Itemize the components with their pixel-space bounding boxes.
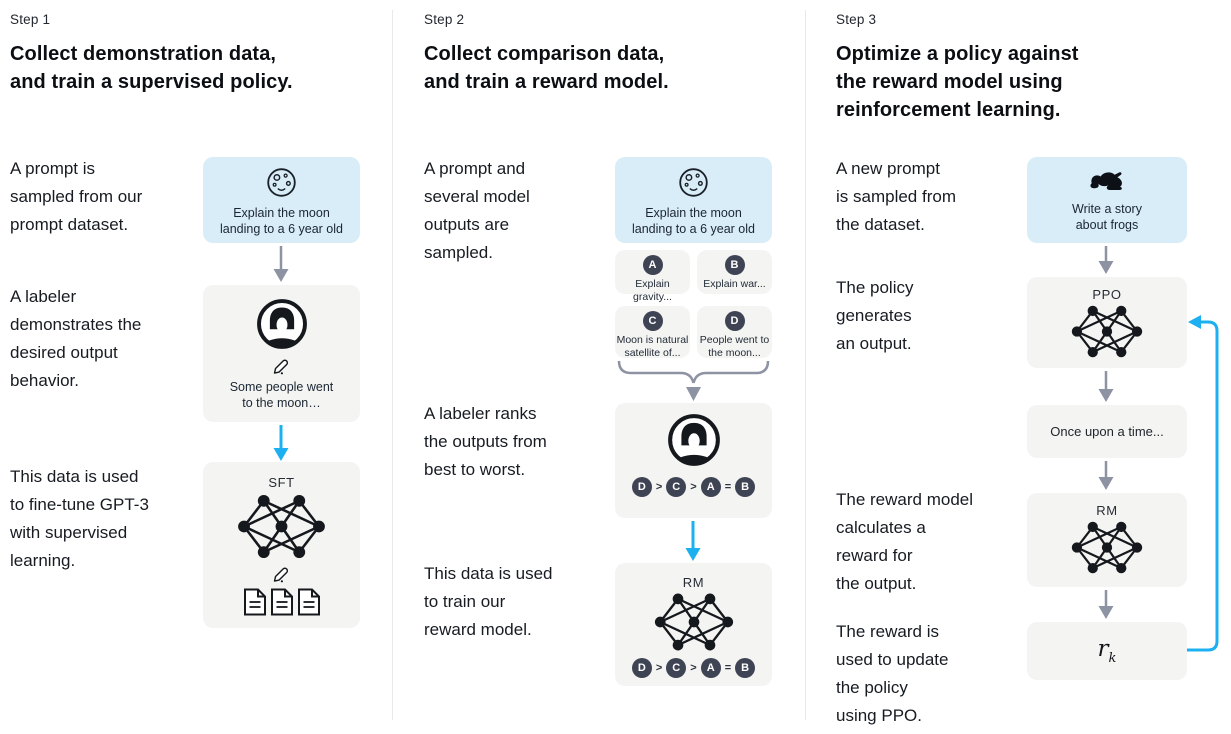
reward-subscript: k: [1108, 651, 1117, 666]
column-divider: [805, 10, 806, 720]
step2-label: Step 2: [424, 12, 465, 27]
step3-caption-prompt: A new prompt is sampled from the dataset…: [836, 159, 956, 234]
frog-icon: [1090, 172, 1122, 190]
step3-prompt-box: Write a story about frogs: [1027, 157, 1187, 243]
column-divider: [392, 10, 393, 720]
output-option-d: D People went to the moon...: [697, 306, 772, 359]
option-badge: A: [642, 255, 663, 275]
network-icon: [238, 494, 325, 559]
option-badge: D: [724, 311, 745, 331]
step2-rank-box: D > C > A = B: [615, 403, 772, 518]
arrow-down-gray: [1098, 590, 1114, 619]
rank-badge: C: [666, 658, 687, 678]
merge-brace-arrow: [617, 361, 770, 401]
step1-labeler-box: Some people went to the moon…: [203, 285, 360, 422]
output-option-a: A Explain gravity...: [615, 250, 690, 303]
pencil-icon: [273, 359, 289, 375]
step1-prompt-text: Explain the moon landing to a 6 year old: [219, 206, 343, 236]
rank-badge: B: [735, 477, 756, 497]
step3-caption-policy: The policy generates an output.: [836, 278, 914, 353]
rank-separator: >: [690, 481, 697, 493]
rank-separator: =: [724, 662, 732, 674]
network-icon: [1071, 305, 1143, 358]
step3-caption-reward: The reward model calculates a reward for…: [836, 490, 974, 593]
step1-demo-text: Some people went to the moon…: [229, 380, 334, 410]
step3-output-box: Once upon a time...: [1027, 405, 1187, 458]
step2-rm-box: RM D > C > A: [615, 563, 772, 686]
rm-label: RM: [682, 575, 705, 590]
reward-symbol: r: [1097, 636, 1109, 662]
rank-badge: D: [631, 658, 652, 678]
step1-caption-prompt: A prompt is sampled from our prompt data…: [10, 159, 143, 234]
arrow-down-cyan: [273, 425, 289, 461]
sft-label: SFT: [268, 475, 295, 490]
labeler-icon: [256, 299, 307, 349]
rank-badge: D: [631, 477, 652, 497]
arrow-down-gray: [1098, 371, 1114, 402]
arrow-down-gray: [273, 246, 289, 282]
step2-prompt-text: Explain the moon landing to a 6 year old: [631, 206, 755, 236]
pencil-icon: [273, 567, 289, 583]
step2-prompt-box: Explain the moon landing to a 6 year old: [615, 157, 772, 243]
step1-title: Collect demonstration data, and train a …: [10, 43, 293, 93]
rm-label: RM: [1096, 503, 1118, 518]
option-text: Explain gravity...: [633, 278, 672, 303]
step2-caption-prompt: A prompt and several model outputs are s…: [424, 159, 530, 262]
step2-caption-rank: A labeler ranks the outputs from best to…: [424, 404, 547, 479]
step3-rm-box: RM: [1027, 493, 1187, 587]
labeler-icon: [667, 414, 720, 466]
option-badge: B: [724, 255, 745, 275]
moon-icon: [267, 168, 296, 197]
step2-title: Collect comparison data, and train a rew…: [424, 43, 669, 93]
rank-separator: >: [690, 662, 697, 674]
arrow-down-gray: [1098, 246, 1114, 274]
step1-caption-labeler: A labeler demonstrates the desired outpu…: [10, 287, 142, 390]
step1-caption-data: This data is used to fine-tune GPT-3 wit…: [10, 467, 149, 570]
network-icon: [654, 593, 733, 651]
option-text: Moon is natural satellite of...: [616, 334, 689, 359]
option-text: People went to the moon...: [699, 334, 770, 359]
rank-badge: A: [700, 477, 721, 497]
moon-icon: [679, 168, 708, 197]
arrow-down-cyan: [685, 521, 701, 561]
rank-badge: B: [735, 658, 756, 678]
output-option-c: C Moon is natural satellite of...: [615, 306, 690, 359]
arrow-down-gray: [1098, 461, 1114, 490]
rank-separator: =: [724, 481, 732, 493]
feedback-loop-arrow: [1187, 315, 1219, 652]
step3-reward-box: rk: [1027, 622, 1187, 680]
rank-separator: >: [655, 662, 663, 674]
step3-prompt-text: Write a story about frogs: [1072, 202, 1142, 232]
reward-value: rk: [1098, 636, 1117, 666]
step3-caption-update: The reward is used to update the policy …: [836, 622, 949, 725]
rank-badge: A: [700, 658, 721, 678]
ppo-label: PPO: [1092, 287, 1122, 302]
step2-caption-data: This data is used to train our reward mo…: [424, 564, 553, 639]
ranking-row: D > C > A = B: [631, 477, 756, 497]
documents-icon: [243, 588, 321, 616]
option-badge: C: [642, 311, 663, 331]
output-option-b: B Explain war...: [697, 250, 772, 294]
step3-output-text: Once upon a time...: [1050, 424, 1164, 439]
step3-title: Optimize a policy against the reward mod…: [836, 43, 1079, 121]
ranking-row: D > C > A = B: [631, 658, 756, 678]
step1-prompt-box: Explain the moon landing to a 6 year old: [203, 157, 360, 243]
step3-label: Step 3: [836, 12, 877, 27]
step1-sft-box: SFT: [203, 462, 360, 628]
step1-label: Step 1: [10, 12, 51, 27]
option-text: Explain war...: [703, 278, 766, 290]
rank-separator: >: [655, 481, 663, 493]
rank-badge: C: [666, 477, 687, 497]
step3-ppo-box: PPO: [1027, 277, 1187, 368]
network-icon: [1071, 521, 1143, 574]
